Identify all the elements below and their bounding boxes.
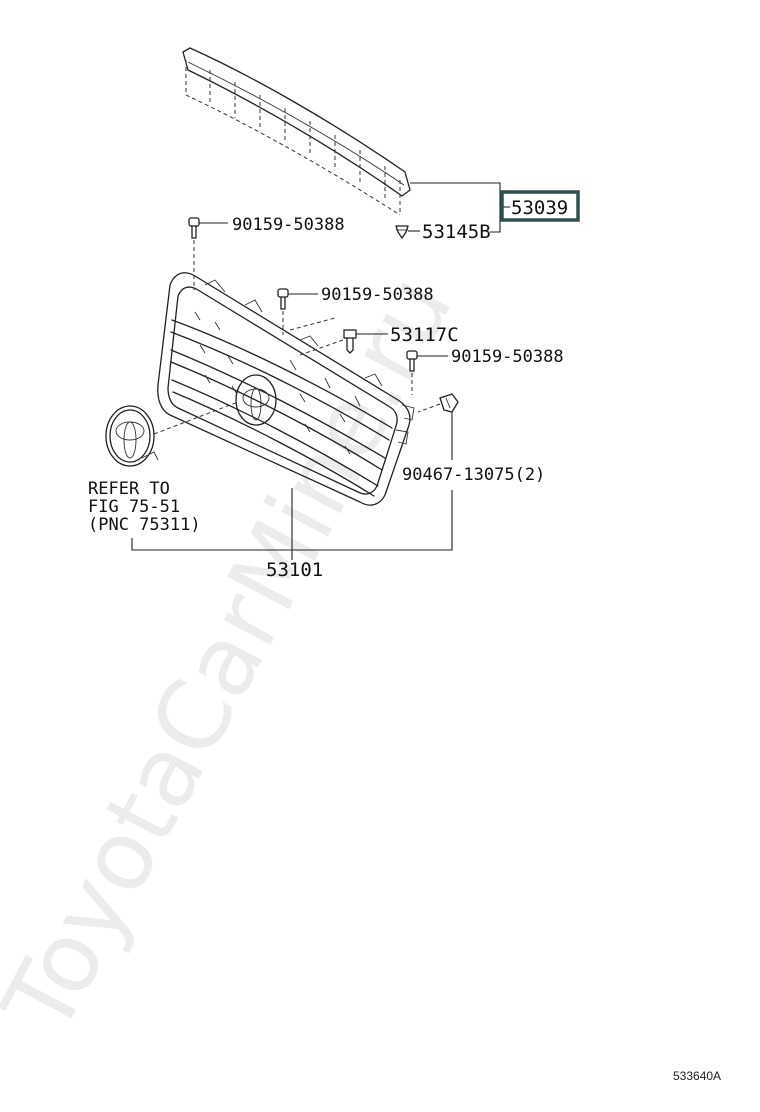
part-number-bolt-3[interactable]: 90159-50388 (451, 347, 564, 367)
toyota-emblem-icon (105, 405, 159, 467)
dashline-53117c (299, 339, 344, 356)
clip-53145b-icon (395, 225, 409, 239)
part-53039-highlight-box[interactable] (500, 190, 580, 222)
figure-code: 533640A (673, 1069, 721, 1083)
refer-text-line-3[interactable]: (PNC 75311) (88, 515, 201, 535)
part-number-53117c[interactable]: 53117C (390, 324, 459, 346)
bolt-icon (406, 350, 418, 372)
dashline-90467 (417, 403, 441, 413)
radiator-grille[interactable] (157, 272, 415, 506)
watermark-text: ToyotaCarMine.ru (0, 258, 474, 1052)
clip-53117c-icon (343, 329, 357, 354)
clip-90467-icon (439, 393, 459, 413)
part-number-bolt-1[interactable]: 90159-50388 (232, 215, 345, 235)
bolt-icon (188, 217, 200, 239)
part-number-90467[interactable]: 90467-13075(2) (402, 465, 545, 485)
bolt-icon (277, 288, 289, 310)
refer-text-line-1: REFER TO (88, 479, 170, 499)
refer-text-line-2[interactable]: FIG 75-51 (88, 497, 180, 517)
dashline-emblem (153, 401, 239, 435)
part-number-53145b[interactable]: 53145B (422, 221, 491, 243)
upper-molding-strip[interactable] (182, 47, 411, 216)
dashline-53117c-b (289, 317, 336, 331)
part-number-53039[interactable]: 53039 (511, 197, 568, 219)
part-number-53101[interactable]: 53101 (266, 559, 323, 581)
part-number-bolt-2[interactable]: 90159-50388 (321, 285, 434, 305)
